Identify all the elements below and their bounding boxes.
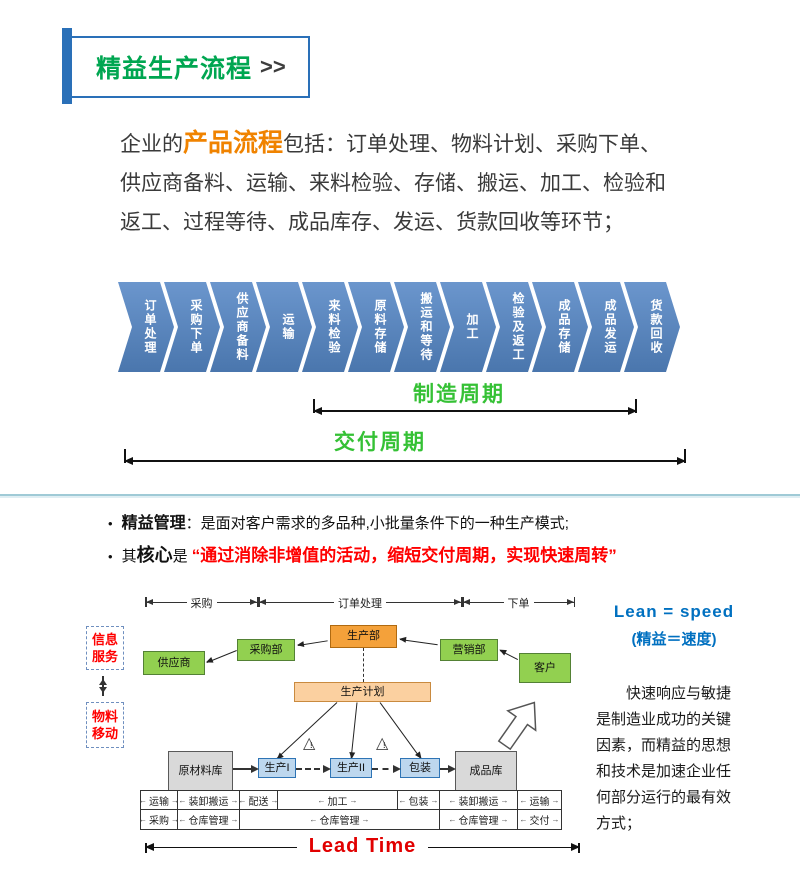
timeline-cell: 仓库管理 bbox=[440, 810, 518, 830]
arrow-raw-to-process1 bbox=[233, 765, 259, 773]
arrow-customer-to-marketing bbox=[499, 650, 519, 661]
timeline-cell: 运输 bbox=[140, 790, 178, 810]
core-quote: “通过消除非增值的活动，缩短交付周期，实现快速周转” bbox=[191, 546, 617, 565]
arrow-process1-to-process2 bbox=[296, 765, 331, 773]
bullet-lean-management: •精益管理：是面对客户需求的多品种,小批量条件下的一种生产模式; bbox=[108, 515, 569, 532]
intro-highlight: 产品流程 bbox=[183, 129, 284, 157]
delivery-cycle-label: 交付周期 bbox=[334, 431, 426, 454]
lean-speed-cn: (精益＝速度) bbox=[631, 631, 717, 648]
lean-speed-en: Lean = speed bbox=[613, 602, 735, 621]
node-production-plan: 生产计划 bbox=[294, 682, 431, 702]
arrow-packaging-to-finished bbox=[440, 765, 456, 773]
timeline-cell: 采购 bbox=[140, 810, 178, 830]
lean-description: 快速响应与敏捷是制造业成功的关键因素，而精益的思想和技术是加速企业任何部分运行的… bbox=[596, 685, 732, 832]
timeline-cell: 配送 bbox=[240, 790, 278, 810]
bullet-icon: • bbox=[108, 549, 113, 564]
node-production-dept: 生产部 bbox=[330, 625, 397, 648]
manufacturing-cycle-arrow bbox=[313, 399, 637, 415]
node-marketing-dept: 营销部 bbox=[440, 639, 498, 661]
node-process2: 生产II bbox=[330, 758, 372, 778]
intro-rest: 包括：订单处理、物料计划、采购下单、供应商备料、运输、来料检验、存储、搬运、加工… bbox=[120, 133, 666, 234]
node-supplier: 供应商 bbox=[143, 651, 205, 675]
title-box: 精益生产流程 >> bbox=[66, 36, 310, 98]
inventory-warning-icon bbox=[376, 736, 392, 752]
timeline-cell: 装卸搬运 bbox=[178, 790, 240, 810]
arrow-purchasing-to-supplier bbox=[206, 650, 237, 663]
manufacturing-cycle-label: 制造周期 bbox=[413, 383, 505, 406]
timeline-cell: 交付 bbox=[518, 810, 562, 830]
arrow-process2-to-packaging bbox=[372, 765, 401, 773]
shipment-arrow-icon bbox=[497, 701, 537, 751]
process-flow: 订单处理 采购下单 供应商备料 运输 来料检验 原料存储 搬运和等待 加工 检验… bbox=[118, 282, 680, 372]
page-title: 精益生产流程 bbox=[96, 55, 253, 83]
info-material-arrow bbox=[99, 676, 107, 696]
node-purchasing-dept: 采购部 bbox=[237, 639, 295, 661]
timeline-cell: 包装 bbox=[398, 790, 440, 810]
arrow-marketing-to-production bbox=[399, 639, 438, 646]
timeline-bottom-row: 采购 仓库管理 仓库管理 仓库管理 交付 bbox=[140, 810, 562, 830]
timeline-cell: 加工 bbox=[278, 790, 398, 810]
node-finished-warehouse: 成品库 bbox=[455, 751, 517, 791]
inventory-warning-icon bbox=[303, 736, 319, 752]
timeline-cell: 仓库管理 bbox=[240, 810, 440, 830]
bullet-icon: • bbox=[108, 516, 113, 531]
timeline-cell: 运输 bbox=[518, 790, 562, 810]
flow-step-chevron: 来料检验 bbox=[302, 282, 358, 372]
intro-prefix: 企业的 bbox=[120, 133, 183, 156]
timeline-top-row: 运输 装卸搬运 配送 加工 包装 装卸搬运 运输 bbox=[140, 790, 562, 810]
plan-arrow-process2 bbox=[350, 702, 358, 759]
span-procurement: 采购 bbox=[145, 595, 258, 612]
delivery-cycle-arrow bbox=[124, 449, 686, 465]
span-order-processing: 订单处理 bbox=[258, 595, 462, 612]
timeline-cell: 装卸搬运 bbox=[440, 790, 518, 810]
chevrons-decoration: >> bbox=[260, 54, 286, 79]
node-process1: 生产I bbox=[258, 758, 296, 778]
bullet-core-idea: •其核心是 “通过消除非增值的活动，缩短交付周期，实现快速周转” bbox=[108, 545, 617, 565]
lead-time-label: Lead Time bbox=[145, 835, 580, 858]
production-to-plan-line bbox=[363, 648, 364, 682]
node-packaging: 包装 bbox=[400, 758, 440, 778]
intro-paragraph: 企业的产品流程包括：订单处理、物料计划、采购下单、供应商备料、运输、来料检验、存… bbox=[120, 124, 680, 242]
right-panel: Lean = speed (精益＝速度) 快速响应与敏捷是制造业成功的关键因素，… bbox=[596, 602, 752, 837]
node-customer: 客户 bbox=[519, 653, 571, 683]
value-stream-diagram: 采购 订单处理 下单 信息服务 物料移动 生产部 采购部 营销部 供应商 客户 … bbox=[85, 588, 595, 873]
flow-step-chevron: 供应商备料 bbox=[210, 282, 266, 372]
span-place-order: 下单 bbox=[462, 595, 575, 612]
arrow-production-to-purchasing bbox=[297, 640, 328, 646]
timeline-cell: 仓库管理 bbox=[178, 810, 240, 830]
material-move-label: 物料移动 bbox=[86, 702, 124, 748]
node-raw-warehouse: 原材料库 bbox=[168, 751, 233, 791]
info-service-label: 信息服务 bbox=[86, 626, 124, 670]
section-divider bbox=[0, 494, 800, 496]
flow-step-chevron: 订单处理 bbox=[118, 282, 174, 372]
